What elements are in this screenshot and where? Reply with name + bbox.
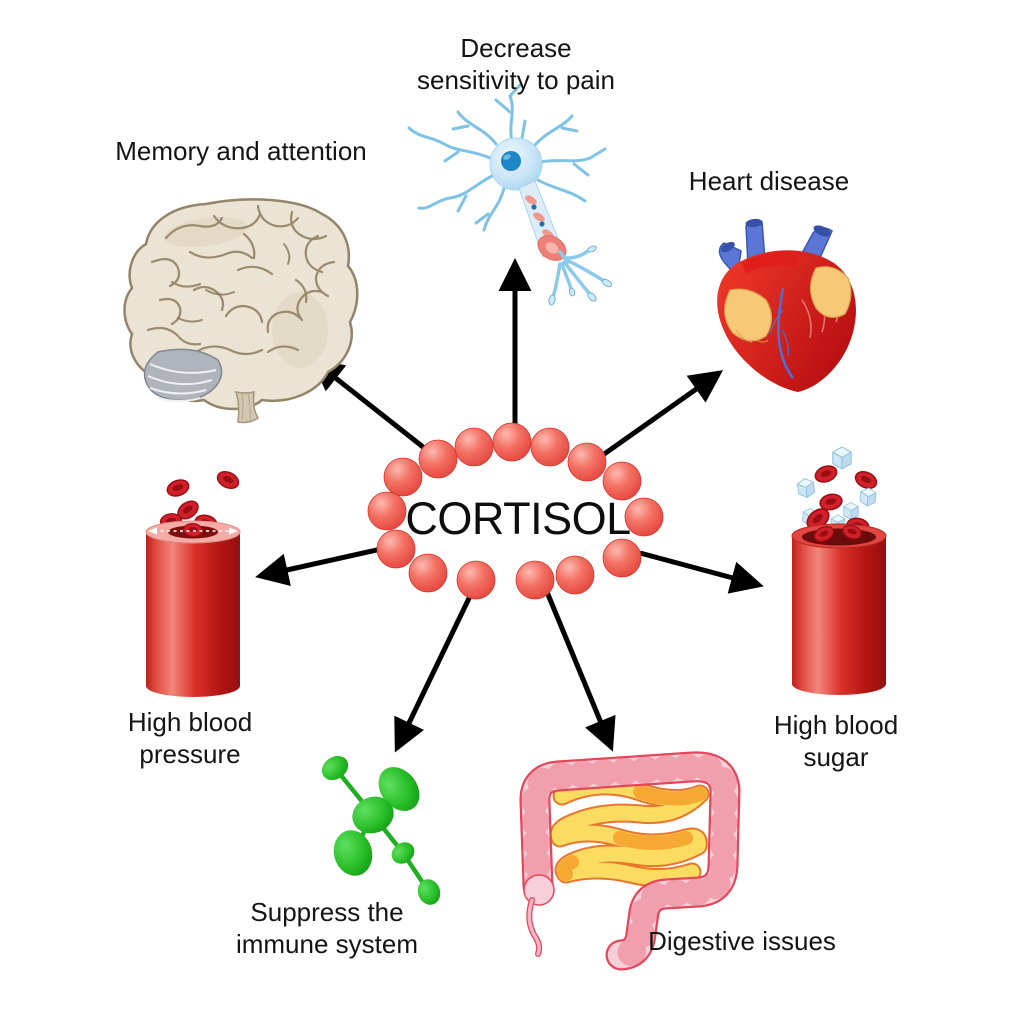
label-digestive-issues: Digestive issues: [648, 926, 836, 956]
blood-vessel-sugar-icon: [791, 446, 887, 695]
arrow-left: [255, 544, 391, 586]
cortisol-ring: [367, 422, 664, 600]
cortisol-title: CORTISOL: [405, 493, 631, 544]
brain-icon: [123, 198, 359, 424]
label-high-blood-pressure: High blood pressure: [127, 707, 253, 769]
label-heart-disease: Heart disease: [688, 166, 850, 196]
label-decrease-sensitivity-to-pain: Decrease sensitivity to pain: [417, 33, 615, 95]
intestines-icon: [519, 751, 741, 971]
immune-molecule-icon: [321, 755, 441, 905]
arrows: [255, 258, 764, 753]
arrow-lower-left: [394, 590, 475, 753]
label-memory-and-attention: Memory and attention: [115, 136, 367, 166]
arrow-right: [639, 550, 764, 594]
label-suppress-immune-system: Suppress the immune system: [235, 897, 419, 959]
arrow-upper-right: [598, 370, 724, 460]
heart-icon: [717, 218, 856, 392]
neuron-icon: [407, 82, 613, 306]
blood-vessel-pressure-icon: [145, 467, 242, 697]
arrow-lower-right: [544, 591, 616, 752]
arrow-upper-left: [310, 357, 439, 460]
label-high-blood-sugar: High blood sugar: [773, 710, 899, 772]
